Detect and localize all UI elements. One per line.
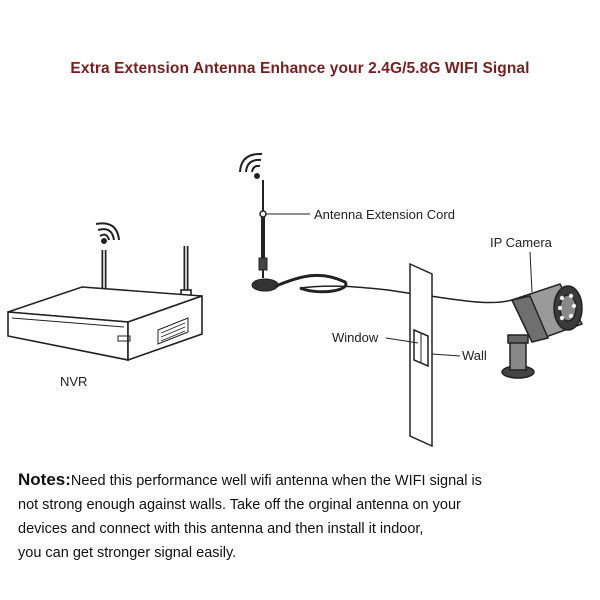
label-antenna-cord: Antenna Extension Cord [314, 207, 455, 222]
notes-line-1: Need this performance well wifi antenna … [70, 473, 482, 489]
camera-leader-line [529, 251, 533, 293]
wall-leader-line [431, 353, 461, 357]
label-wall: Wall [462, 348, 487, 363]
nvr-device [7, 246, 203, 362]
notes-line-4: you can get stronger signal easily. [18, 545, 237, 561]
label-nvr: NVR [60, 374, 87, 389]
label-ip-camera: IP Camera [490, 235, 553, 250]
notes-line-3: devices and connect with this antenna an… [18, 521, 424, 537]
notes-line-2: not strong enough against walls. Take of… [18, 497, 461, 513]
notes-heading: Notes: [18, 470, 71, 489]
window-leader-line [385, 337, 419, 344]
wifi-signal-icon [239, 152, 263, 179]
magnetic-antenna [251, 180, 513, 304]
wifi-signal-icon [95, 222, 120, 244]
ip-camera [501, 283, 584, 379]
label-window: Window [332, 330, 379, 345]
notes-block: Notes:Need this performance well wifi an… [18, 468, 586, 565]
wall-panel [409, 262, 433, 448]
page-title: Extra Extension Antenna Enhance your 2.4… [70, 60, 530, 77]
